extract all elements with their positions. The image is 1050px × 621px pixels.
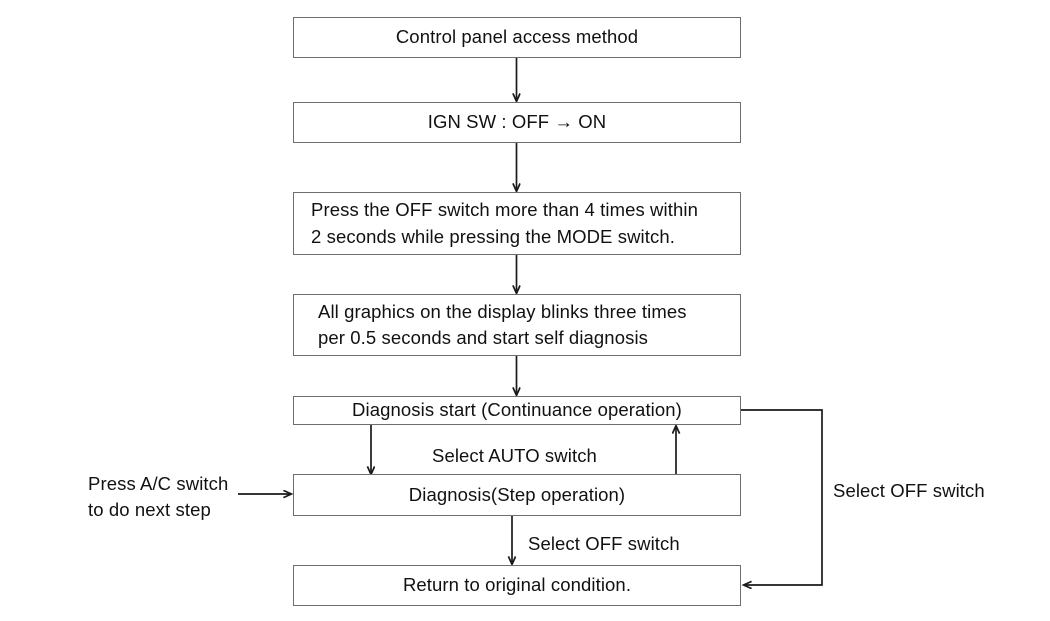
node-ign-sw[interactable]: IGN SW : OFF → ON [293, 102, 741, 143]
node-label: Diagnosis(Step operation) [408, 483, 626, 505]
node-label: IGN SW : OFF → ON [427, 111, 607, 133]
node-press-off-switch[interactable]: Press the OFF switch more than 4 times w… [293, 192, 741, 255]
node-diagnosis-step[interactable]: Diagnosis(Step operation) [293, 474, 741, 516]
node-label: Press the OFF switch more than 4 times w… [311, 199, 698, 247]
node-label: Control panel access method [395, 26, 639, 48]
node-return-original-condition[interactable]: Return to original condition. [293, 565, 741, 606]
edge-label-press-ac-switch: Press A/C switch to do next step [88, 473, 229, 521]
node-label: All graphics on the display blinks three… [318, 300, 687, 348]
node-label: Return to original condition. [402, 574, 632, 596]
node-label: Diagnosis start (Continuance operation) [352, 399, 682, 421]
connector-n5-to-n7-loop [741, 409, 823, 585]
node-diagnosis-start[interactable]: Diagnosis start (Continuance operation) [293, 396, 741, 425]
node-control-panel-access-method[interactable]: Control panel access method [293, 17, 741, 58]
edge-label-select-off-switch-step: Select OFF switch [528, 533, 680, 554]
edge-label-select-off-switch-loop: Select OFF switch [833, 480, 985, 501]
node-all-graphics-blink[interactable]: All graphics on the display blinks three… [293, 294, 741, 356]
edge-label-select-auto-switch: Select AUTO switch [432, 445, 597, 466]
